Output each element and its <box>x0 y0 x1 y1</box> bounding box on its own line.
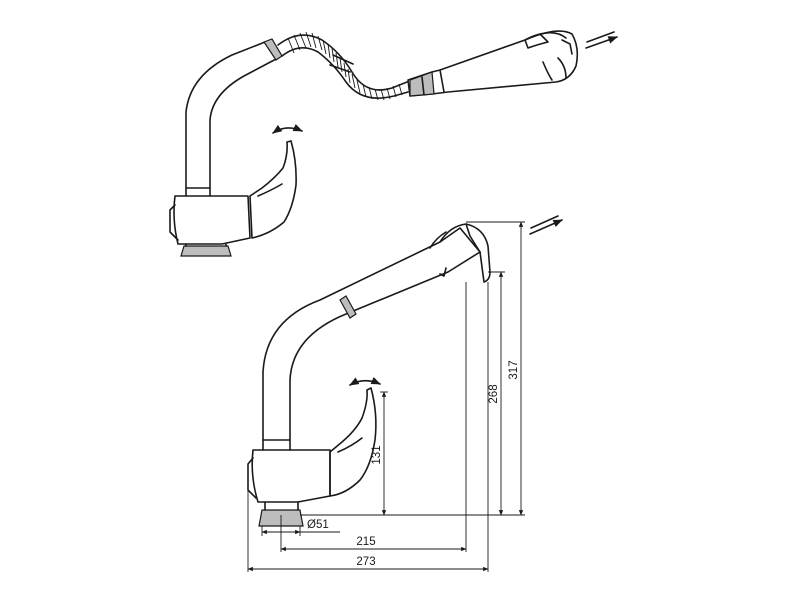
spout-column <box>262 227 481 451</box>
flow-arrow-bottom <box>529 219 563 235</box>
base-ring <box>180 245 232 257</box>
base-body <box>173 195 251 245</box>
spout-column <box>185 41 279 197</box>
dimension-total-height-label: 317 <box>508 360 520 379</box>
faucet-extended-view <box>169 30 618 257</box>
base-body <box>251 449 331 503</box>
rotation-indicator <box>272 124 303 134</box>
dimension-outlet-height-label: 268 <box>488 384 500 403</box>
spray-head <box>439 223 491 283</box>
dimension-handle-height-label: 131 <box>371 445 383 464</box>
lever-handle <box>249 140 297 239</box>
dimension-diameter-label: Ø51 <box>307 519 329 531</box>
dimension-spout-reach-label: 215 <box>356 536 375 548</box>
dimension-lines <box>247 221 525 572</box>
faucet-retracted-view: Ø51 215 273 131 268 317 <box>247 215 563 572</box>
flow-arrow-top <box>585 36 618 49</box>
lever-handle <box>329 387 377 497</box>
rotation-indicator <box>349 377 381 386</box>
dimension-total-reach-label: 273 <box>356 556 375 568</box>
